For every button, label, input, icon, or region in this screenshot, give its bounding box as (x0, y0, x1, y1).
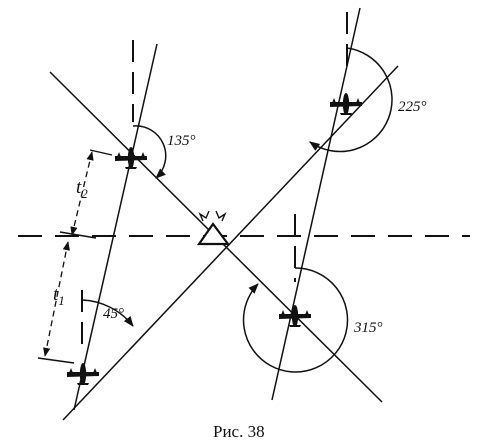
time-label-t2: t2 (76, 177, 88, 201)
t2-top-tick (89, 149, 113, 156)
angle-label-135: 135° (167, 133, 196, 149)
airplane-icon-45 (67, 363, 99, 385)
course-line-right (271, 7, 361, 401)
course-line-left (73, 43, 158, 411)
time-label-t1: t1 (53, 284, 65, 308)
angle-label-315: 315° (353, 320, 383, 336)
bearing-line-ne-sw (62, 65, 399, 421)
arc-45 (81, 299, 134, 327)
figure-caption: Рис. 38 (213, 422, 265, 441)
arc-135 (132, 125, 167, 179)
t2-dimension (70, 151, 94, 236)
arc-315 (242, 267, 349, 373)
airplane-icon-315 (279, 305, 311, 327)
radar-station-icon (196, 210, 231, 246)
angle-label-45: 45° (103, 306, 124, 322)
airplane-icon-225 (330, 93, 362, 115)
arc-225 (309, 47, 393, 153)
angle-label-225: 225° (398, 99, 427, 115)
t1-bottom-tick (37, 357, 75, 364)
airplane-icon-135 (115, 147, 147, 169)
